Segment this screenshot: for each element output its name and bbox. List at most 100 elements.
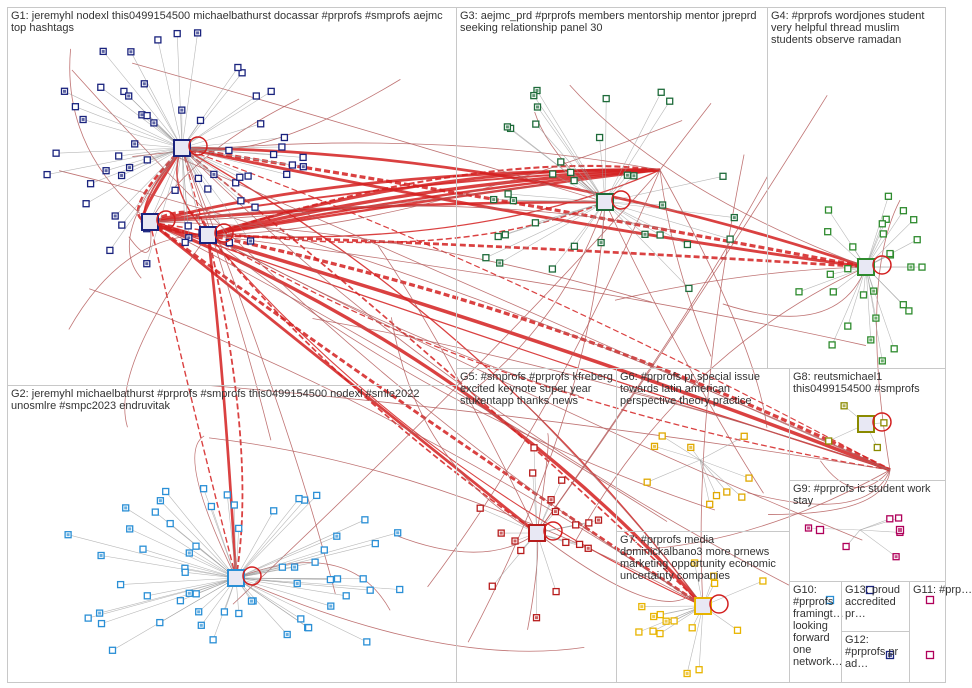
edge-139 [181, 147, 251, 242]
group-box-g9: G9: #prprofs ic student work stay [789, 480, 946, 582]
edge-3 [149, 221, 891, 471]
vertex-36 [234, 63, 242, 72]
edge-328 [859, 529, 900, 533]
vertex-fill-205 [640, 605, 644, 609]
edge-45 [467, 201, 606, 643]
vertex-103 [151, 508, 159, 516]
vertex-32 [299, 153, 307, 162]
vertex-fill-85 [335, 534, 339, 538]
vertex-fill-141 [643, 232, 647, 236]
edge-268 [831, 266, 867, 346]
vertex-fill-237 [894, 555, 898, 559]
edge-97 [56, 147, 183, 154]
edge-37 [132, 142, 661, 171]
edge-25 [149, 201, 606, 244]
vertex-224 [740, 432, 748, 440]
vertex-0 [52, 149, 60, 157]
edge-83 [625, 469, 891, 551]
group-box-g8: G8: reutsmichael1 this0499154500 #smprof… [789, 368, 946, 481]
edge-292 [480, 507, 538, 534]
vertex-44 [43, 170, 51, 179]
vertex-98 [297, 615, 305, 623]
vertex-fill-228 [689, 445, 693, 449]
vertex-158 [899, 207, 908, 215]
vertex-fill-28 [152, 121, 156, 125]
edge-47 [700, 154, 745, 607]
vertex-26 [280, 133, 289, 142]
group-box-g5: G5: #smprofs #prprofs kfreberg excited k… [456, 368, 617, 683]
vertex-fill-184 [586, 546, 590, 550]
edge-157 [160, 500, 237, 579]
vertex-fill-82 [187, 551, 191, 555]
hub-vertex-0 [173, 139, 191, 157]
vertex-fill-166 [869, 338, 873, 342]
vertex-208 [635, 628, 643, 636]
edge-54 [178, 157, 891, 471]
vertex-177 [878, 220, 886, 228]
edge-331 [859, 518, 890, 531]
vertex-198 [575, 540, 584, 549]
vertex-43 [118, 221, 126, 229]
vertex-2 [252, 92, 260, 100]
edge-250 [604, 98, 607, 203]
vertex-4 [232, 179, 240, 187]
edge-69 [604, 201, 764, 494]
edge-5 [149, 221, 237, 579]
vertex-fill-29 [301, 165, 305, 169]
edge-108 [181, 147, 287, 175]
vertex-fill-210 [693, 561, 697, 565]
edge-57 [523, 402, 704, 607]
edge-56 [659, 102, 712, 171]
vertex-48 [237, 197, 245, 205]
edge-223 [499, 201, 606, 264]
vertex-163 [849, 243, 857, 251]
edge-58 [569, 84, 867, 268]
vertex-fill-146 [532, 94, 536, 98]
edge-312 [702, 580, 764, 607]
vertex-fill-173 [909, 265, 913, 269]
vertex-202 [649, 627, 657, 635]
vertex-6 [184, 222, 192, 230]
vertex-181 [886, 249, 894, 258]
vertex-216 [670, 617, 678, 625]
vertex-201 [710, 572, 718, 580]
self-loop-3 [242, 566, 262, 586]
vertex-fill-114 [295, 582, 299, 585]
edge-152 [144, 83, 183, 149]
edge-113 [176, 33, 183, 149]
vertex-147 [567, 168, 575, 177]
edge-22 [149, 220, 891, 472]
edge-327 [699, 459, 728, 493]
vertex-fill-138 [511, 199, 515, 203]
hub-vertex-4 [596, 193, 614, 211]
vertex-24 [86, 180, 95, 188]
edge-198 [235, 499, 305, 579]
vertex-132 [570, 176, 578, 185]
vertex-120 [504, 190, 512, 198]
edge-151 [130, 51, 183, 149]
hub-vertex-7 [694, 597, 712, 615]
vertex-135 [719, 172, 727, 180]
edge-234 [513, 200, 606, 203]
vertex-fill-229 [653, 444, 656, 448]
edge-26 [207, 233, 891, 472]
vertex-193 [562, 538, 570, 547]
vertex-fill-46 [81, 118, 85, 121]
vertex-70 [326, 575, 335, 584]
vertex-fill-90 [293, 565, 297, 569]
vertex-fill-116 [250, 599, 253, 603]
edge-109 [181, 72, 243, 149]
edge-95 [149, 98, 300, 223]
vertex-fill-18 [140, 113, 144, 117]
vertex-61 [209, 636, 217, 644]
edge-140 [121, 147, 183, 226]
edge-188 [68, 534, 237, 579]
vertex-fill-86 [98, 611, 102, 615]
edge-165 [120, 577, 237, 585]
edge-326 [699, 459, 742, 498]
vertex-170 [824, 206, 833, 214]
edge-74 [194, 435, 237, 579]
group-label-g3: G3: aejmc_prd #prprofs members mentorshi… [460, 10, 757, 34]
edge-193 [235, 577, 367, 643]
vertex-fill-58 [133, 142, 137, 146]
